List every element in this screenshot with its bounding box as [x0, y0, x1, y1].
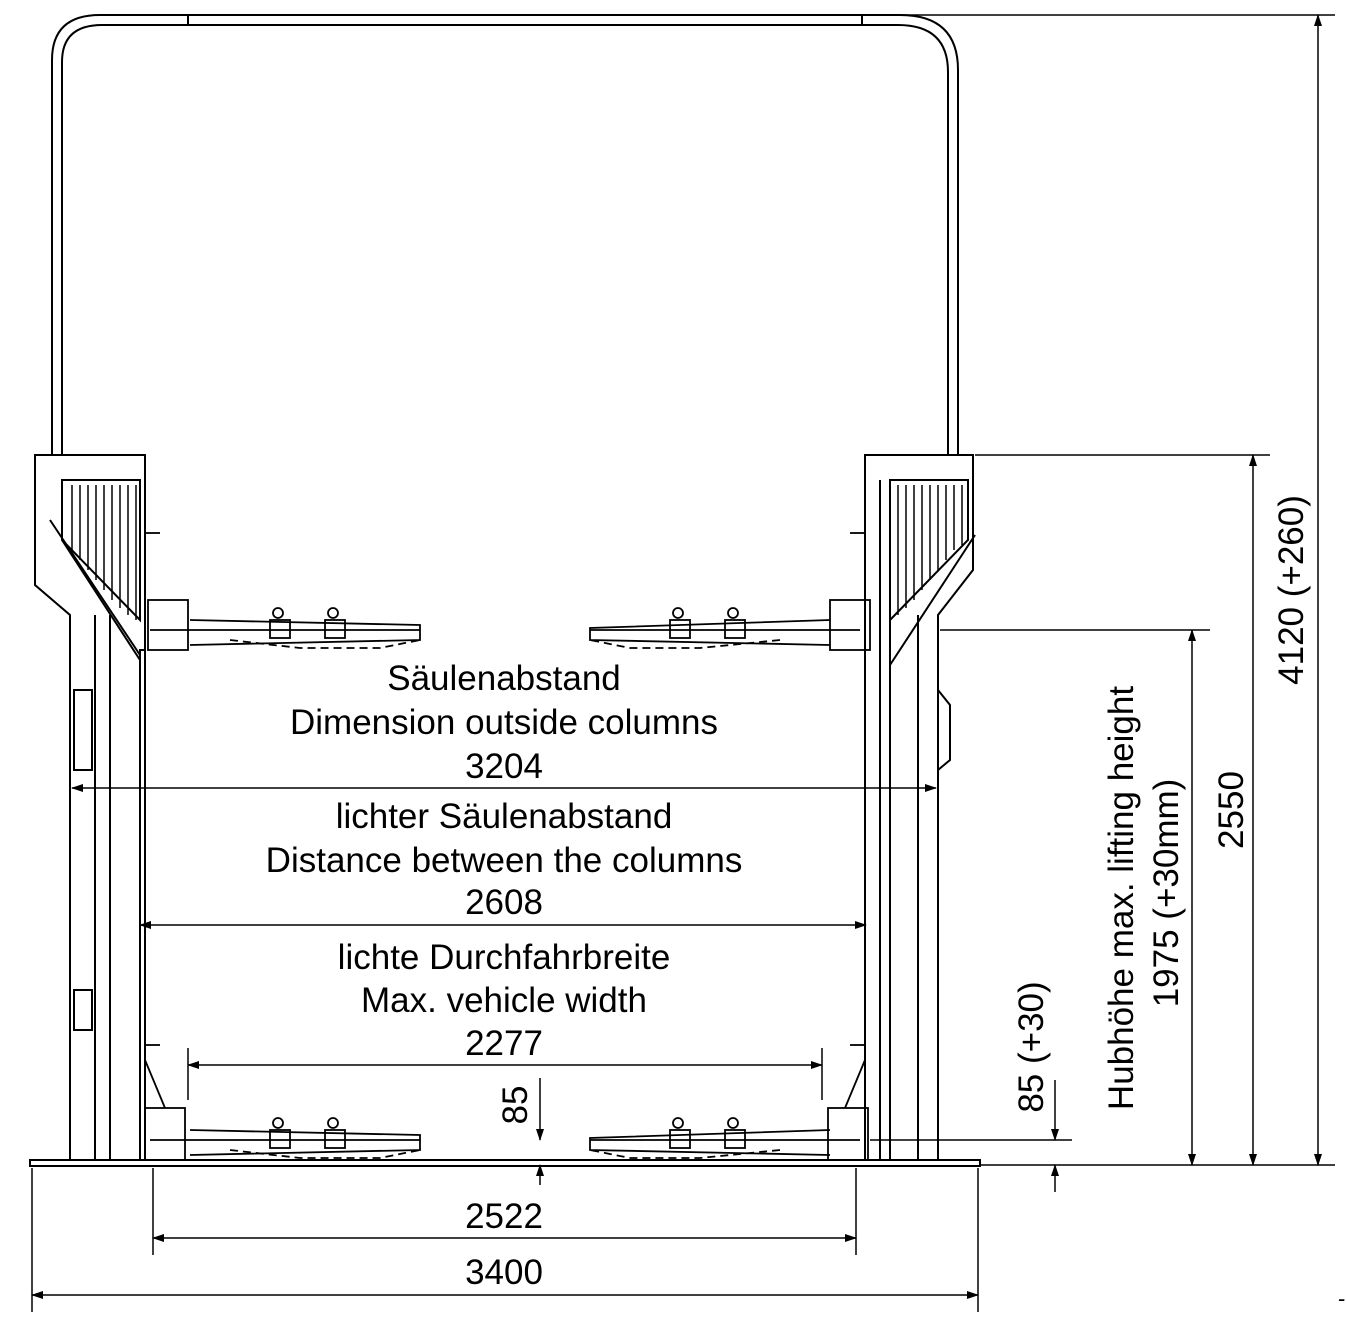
min-height-tol-value: 85 (+30): [1012, 981, 1051, 1112]
lift-height-label: Hubhöhe max. lifting height: [1102, 686, 1141, 1110]
lift-height-value: 1975 (+30mm): [1147, 779, 1186, 1008]
drive-width-en: Max. vehicle width: [361, 981, 647, 1020]
overall-width-value: 3400: [465, 1253, 543, 1292]
column-height-value: 2550: [1212, 771, 1251, 849]
corner-mark: -: [1338, 1286, 1345, 1311]
upper-lift-arms: [145, 532, 871, 651]
drive-width-de: lichte Durchfahrbreite: [338, 938, 671, 977]
clear-spacing-de: lichter Säulenabstand: [336, 797, 673, 836]
clear-spacing-value: 2608: [465, 883, 543, 922]
lower-lift-arms: [144, 1044, 869, 1161]
column-spacing-de: Säulenabstand: [387, 659, 621, 698]
clear-spacing-en: Distance between the columns: [266, 841, 743, 880]
overhead-frame: [51, 14, 959, 455]
dimension-lines: [31, 14, 1335, 1312]
column-spacing-value: 3204: [465, 747, 543, 786]
base-plate: [29, 1159, 981, 1167]
inner-base-value: 2522: [465, 1197, 543, 1236]
min-height-value: 85: [496, 1086, 535, 1125]
right-column: [864, 454, 976, 1161]
overall-height-value: 4120 (+260): [1272, 495, 1311, 685]
column-spacing-en: Dimension outside columns: [290, 703, 718, 742]
dimension-labels: Säulenabstand Dimension outside columns …: [266, 495, 1346, 1311]
left-column-hatching: [71, 485, 137, 620]
right-column-hatching: [897, 485, 963, 615]
drive-width-value: 2277: [465, 1024, 543, 1063]
